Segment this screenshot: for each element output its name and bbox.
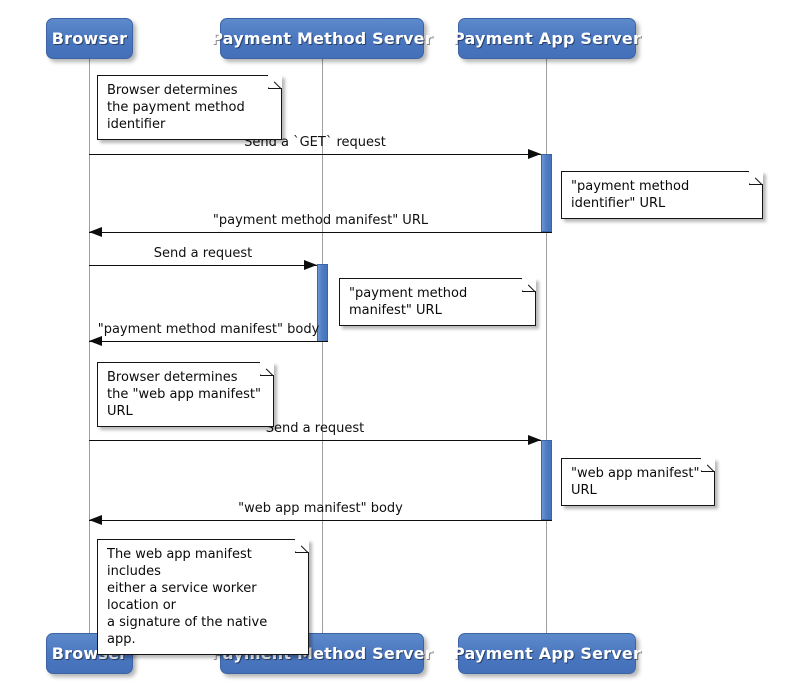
participant-footer-paserver[interactable]: Payment App Server [453,633,641,674]
message-line-m1 [89,154,541,155]
note-n4: Browser determines the "web app manifest"… [97,361,274,427]
message-line-m4 [89,341,328,342]
arrow-head-m4 [89,336,102,346]
arrow-head-m1 [528,149,541,159]
note-fold-corner-icon [701,457,715,472]
note-fold-corner-icon [260,361,274,376]
message-label-m2: "payment method manifest" URL [212,213,429,228]
participant-header-browser[interactable]: Browser [46,18,133,59]
participant-label: Payment Method Server [211,29,433,48]
note-text-line: "payment method manifest" URL [349,286,468,318]
note-fold-corner-icon [749,170,763,185]
activation-bar-paserver [541,154,552,232]
message-line-m6 [89,520,552,521]
lifeline-paserver [546,59,547,633]
note-fold-corner-icon [268,74,282,89]
message-line-m3 [89,265,317,266]
message-line-m5 [89,440,541,441]
note-text-line: the "web app manifest" URL [107,387,261,419]
note-text-line: "web app manifest" URL [571,466,700,498]
note-text-line: either a service worker location or [107,581,257,613]
message-line-m2 [89,232,552,233]
note-n3: "payment method manifest" URL [339,277,536,326]
participant-label: Browser [51,29,128,48]
participant-header-pmserver[interactable]: Payment Method Server [211,18,433,59]
note-fold-corner-icon [295,538,309,553]
lifeline-pmserver [322,59,323,633]
arrow-head-m5 [528,435,541,445]
note-fold-corner-icon [522,277,536,292]
arrow-head-m3 [304,260,317,270]
note-text-line: a signature of the native app. [107,615,268,647]
note-n1: Browser determines the payment method ide… [97,74,282,140]
message-label-m3: Send a request [153,246,253,261]
message-label-m6: "web app manifest" body [238,501,403,516]
note-n2: "payment method identifier" URL [561,170,763,219]
note-text-line: Browser determines [107,83,238,98]
note-n5: "web app manifest" URL [561,457,715,506]
note-text-line: The web app manifest includes [107,547,252,579]
lifeline-browser [89,59,90,633]
note-text-line: "payment method identifier" URL [571,179,690,211]
note-text-line: the payment method identifier [107,100,245,132]
activation-bar-paserver [541,440,552,520]
arrow-head-m6 [89,515,102,525]
participant-header-paserver[interactable]: Payment App Server [453,18,641,59]
participant-label: Payment App Server [452,29,642,48]
participant-label: Payment App Server [452,644,642,663]
arrow-head-m2 [89,227,102,237]
note-text-line: Browser determines [107,370,238,385]
message-label-m4: "payment method manifest" body [97,322,320,337]
message-label-m5: Send a request [265,421,365,436]
